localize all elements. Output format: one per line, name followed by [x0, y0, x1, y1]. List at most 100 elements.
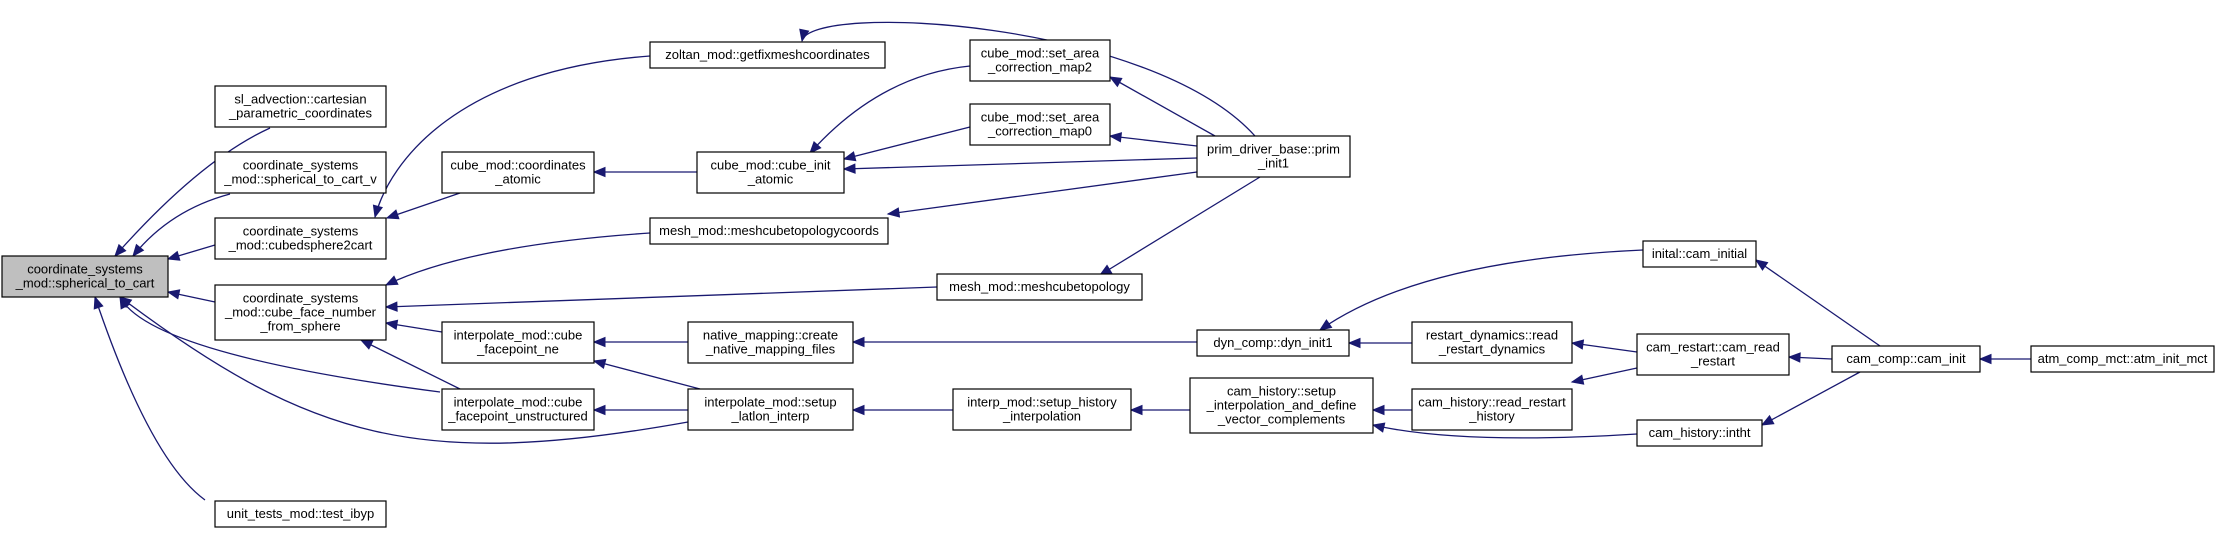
node-map0[interactable]: cube_mod::set_area_correction_map0	[969, 103, 1111, 146]
arrowhead-icon	[592, 166, 606, 178]
node-label: _facepoint_ne	[476, 342, 559, 357]
node-map2[interactable]: cube_mod::set_area_correction_map2	[969, 39, 1111, 82]
node-label: atm_comp_mct::atm_init_mct	[2038, 351, 2208, 366]
edge-atm-to-caminit	[1978, 353, 2031, 365]
edge-facenum-to-root	[166, 289, 216, 303]
node-label: interpolate_mod::cube	[454, 328, 583, 343]
edge-line	[887, 171, 1198, 215]
node-label: _mod::cube_face_number	[224, 305, 377, 320]
node-intht[interactable]: cam_history::intht	[1636, 419, 1763, 447]
node-cube2cart[interactable]: coordinate_systems_mod::cubedsphere2cart	[214, 217, 387, 260]
node-box	[649, 217, 889, 245]
node-box	[969, 103, 1111, 146]
node-latlon[interactable]: interpolate_mod::setup_latlon_interp	[687, 388, 854, 431]
node-label: _atomic	[747, 172, 794, 187]
node-label: cam_restart::cam_read	[1646, 340, 1780, 355]
arrowhead-icon	[1760, 414, 1775, 426]
edge-readhist-to-camhist	[1371, 404, 1412, 416]
edge-line	[1099, 176, 1261, 276]
arrowhead-icon	[1347, 337, 1361, 349]
node-label: unit_tests_mod::test_ibyp	[227, 506, 374, 521]
arrowhead-icon	[1129, 404, 1143, 416]
node-label: coordinate_systems	[243, 291, 359, 306]
edge-initial-to-dyninit	[1318, 249, 1644, 331]
node-meshtopo[interactable]: mesh_mod::meshcubetopology	[936, 273, 1143, 301]
edge-prim-to-map2	[1108, 76, 1216, 137]
edge-line	[385, 232, 651, 286]
node-prim[interactable]: prim_driver_base::prim_init1	[1196, 135, 1351, 178]
node-camhist[interactable]: cam_history::setup_interpolation_and_def…	[1189, 377, 1374, 434]
node-label: zoltan_mod::getfixmeshcoordinates	[665, 47, 870, 62]
node-label: _restart_dynamics	[1438, 342, 1546, 357]
node-box	[1636, 333, 1790, 376]
node-facenum[interactable]: coordinate_systems_mod::cube_face_number…	[214, 284, 387, 341]
arrowhead-icon	[1570, 374, 1585, 385]
node-root[interactable]: coordinate_systems_mod::spherical_to_car…	[1, 255, 169, 298]
node-camread[interactable]: cam_restart::cam_read_restart	[1636, 333, 1790, 376]
arrowhead-icon	[592, 336, 606, 348]
arrowhead-icon	[799, 28, 810, 43]
node-box	[1642, 240, 1757, 268]
node-ibyp[interactable]: unit_tests_mod::test_ibyp	[214, 500, 387, 528]
node-label: _mod::spherical_to_cart_v	[223, 172, 377, 187]
node-label: _native_mapping_files	[705, 342, 836, 357]
edge-line	[94, 296, 206, 501]
node-fpun[interactable]: interpolate_mod::cube_facepoint_unstruct…	[441, 388, 595, 431]
edge-prim-to-map0	[1108, 132, 1198, 147]
node-box	[441, 388, 595, 431]
node-csv[interactable]: coordinate_systems_mod::spherical_to_car…	[214, 151, 387, 194]
edges-layer	[93, 21, 2031, 501]
node-box	[214, 85, 387, 128]
edge-dyninit-to-natmap	[851, 336, 1197, 348]
node-histinterp[interactable]: interp_mod::setup_history_interpolation	[952, 388, 1132, 431]
node-label: interpolate_mod::setup	[704, 395, 836, 410]
arrowhead-icon	[166, 289, 181, 300]
arrowhead-icon	[132, 243, 145, 258]
node-label: dyn_comp::dyn_init1	[1213, 335, 1332, 350]
node-label: coordinate_systems	[243, 224, 359, 239]
edge-line	[119, 296, 441, 393]
node-cubecoord[interactable]: cube_mod::coordinates_atomic	[441, 151, 595, 194]
edge-csv-to-root	[132, 193, 231, 258]
node-caminit[interactable]: cam_comp::cam_init	[1831, 345, 1981, 373]
node-initial[interactable]: inital::cam_initial	[1642, 240, 1757, 268]
node-label: mesh_mod::meshcubetopology	[949, 279, 1130, 294]
node-zoltan[interactable]: zoltan_mod::getfixmeshcoordinates	[649, 41, 886, 69]
edge-natmap-to-fpne	[592, 336, 688, 348]
node-fpne[interactable]: interpolate_mod::cube_facepoint_ne	[441, 321, 595, 364]
node-label: coordinate_systems	[243, 158, 359, 173]
node-readdyn[interactable]: restart_dynamics::read_restart_dynamics	[1411, 321, 1573, 364]
node-cubeinit[interactable]: cube_mod::cube_init_atomic	[696, 151, 845, 194]
node-dyninit[interactable]: dyn_comp::dyn_init1	[1196, 329, 1350, 357]
node-box	[1, 255, 169, 298]
node-label: restart_dynamics::read	[1426, 328, 1558, 343]
edge-caminit-to-initial	[1754, 259, 1881, 347]
node-label: cam_comp::cam_init	[1846, 351, 1966, 366]
node-label: _mod::spherical_to_cart	[15, 276, 155, 291]
node-label: inital::cam_initial	[1652, 246, 1747, 261]
arrowhead-icon	[886, 207, 901, 218]
node-readhist[interactable]: cam_history::read_restart_history	[1411, 388, 1573, 431]
arrowhead-icon	[93, 295, 104, 310]
node-label: _vector_complements	[1217, 412, 1346, 427]
node-label: cube_mod::set_area	[981, 46, 1100, 61]
edge-line	[843, 126, 971, 160]
node-label: _mod::cubedsphere2cart	[228, 238, 373, 253]
node-label: mesh_mod::meshcubetopologycoords	[659, 223, 879, 238]
node-sl[interactable]: sl_advection::cartesian_parametric_coord…	[214, 85, 387, 128]
edge-line	[1761, 371, 1861, 426]
arrowhead-icon	[851, 404, 865, 416]
node-natmap[interactable]: native_mapping::create_native_mapping_fi…	[687, 321, 854, 364]
node-label: cube_mod::cube_init	[711, 158, 831, 173]
edge-line	[1755, 259, 1881, 347]
arrowhead-icon	[166, 250, 181, 261]
edge-line	[119, 296, 689, 444]
edge-latlon-to-fpne	[592, 358, 701, 390]
arrowhead-icon	[359, 339, 374, 350]
arrowhead-icon	[1371, 404, 1385, 416]
node-atm[interactable]: atm_comp_mct::atm_init_mct	[2030, 345, 2215, 373]
edge-latlon-to-root	[118, 296, 689, 444]
node-meshcoords[interactable]: mesh_mod::meshcubetopologycoords	[649, 217, 889, 245]
node-label: _facepoint_unstructured	[447, 409, 587, 424]
node-box	[214, 217, 387, 260]
